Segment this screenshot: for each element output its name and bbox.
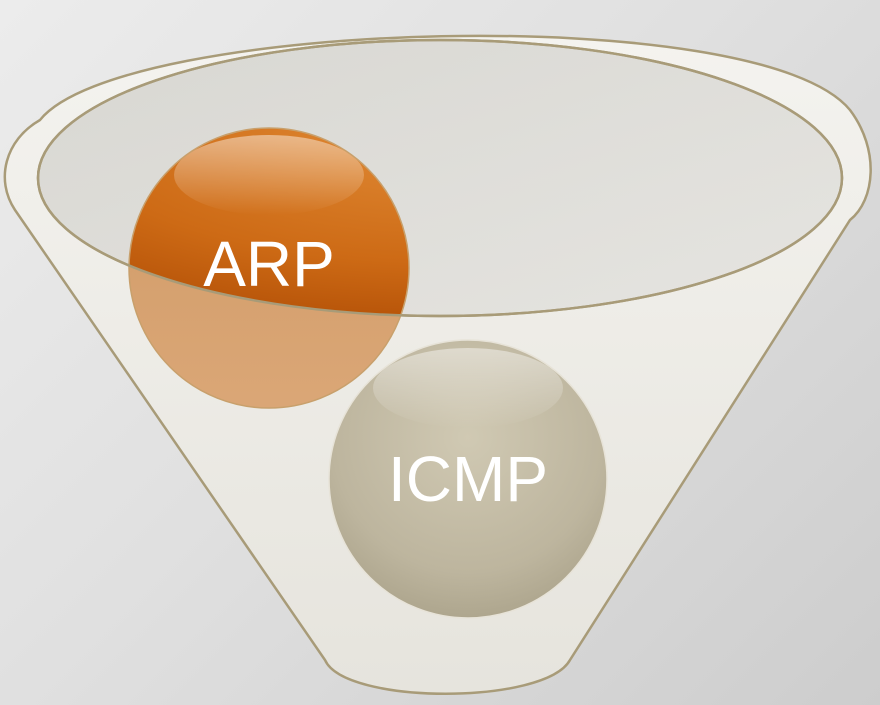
arp-label: ARP — [203, 228, 335, 300]
icmp-label: ICMP — [388, 443, 548, 515]
funnel-rim-edge — [36, 38, 844, 318]
icmp-ball — [328, 339, 608, 619]
arp-ball — [128, 127, 410, 409]
